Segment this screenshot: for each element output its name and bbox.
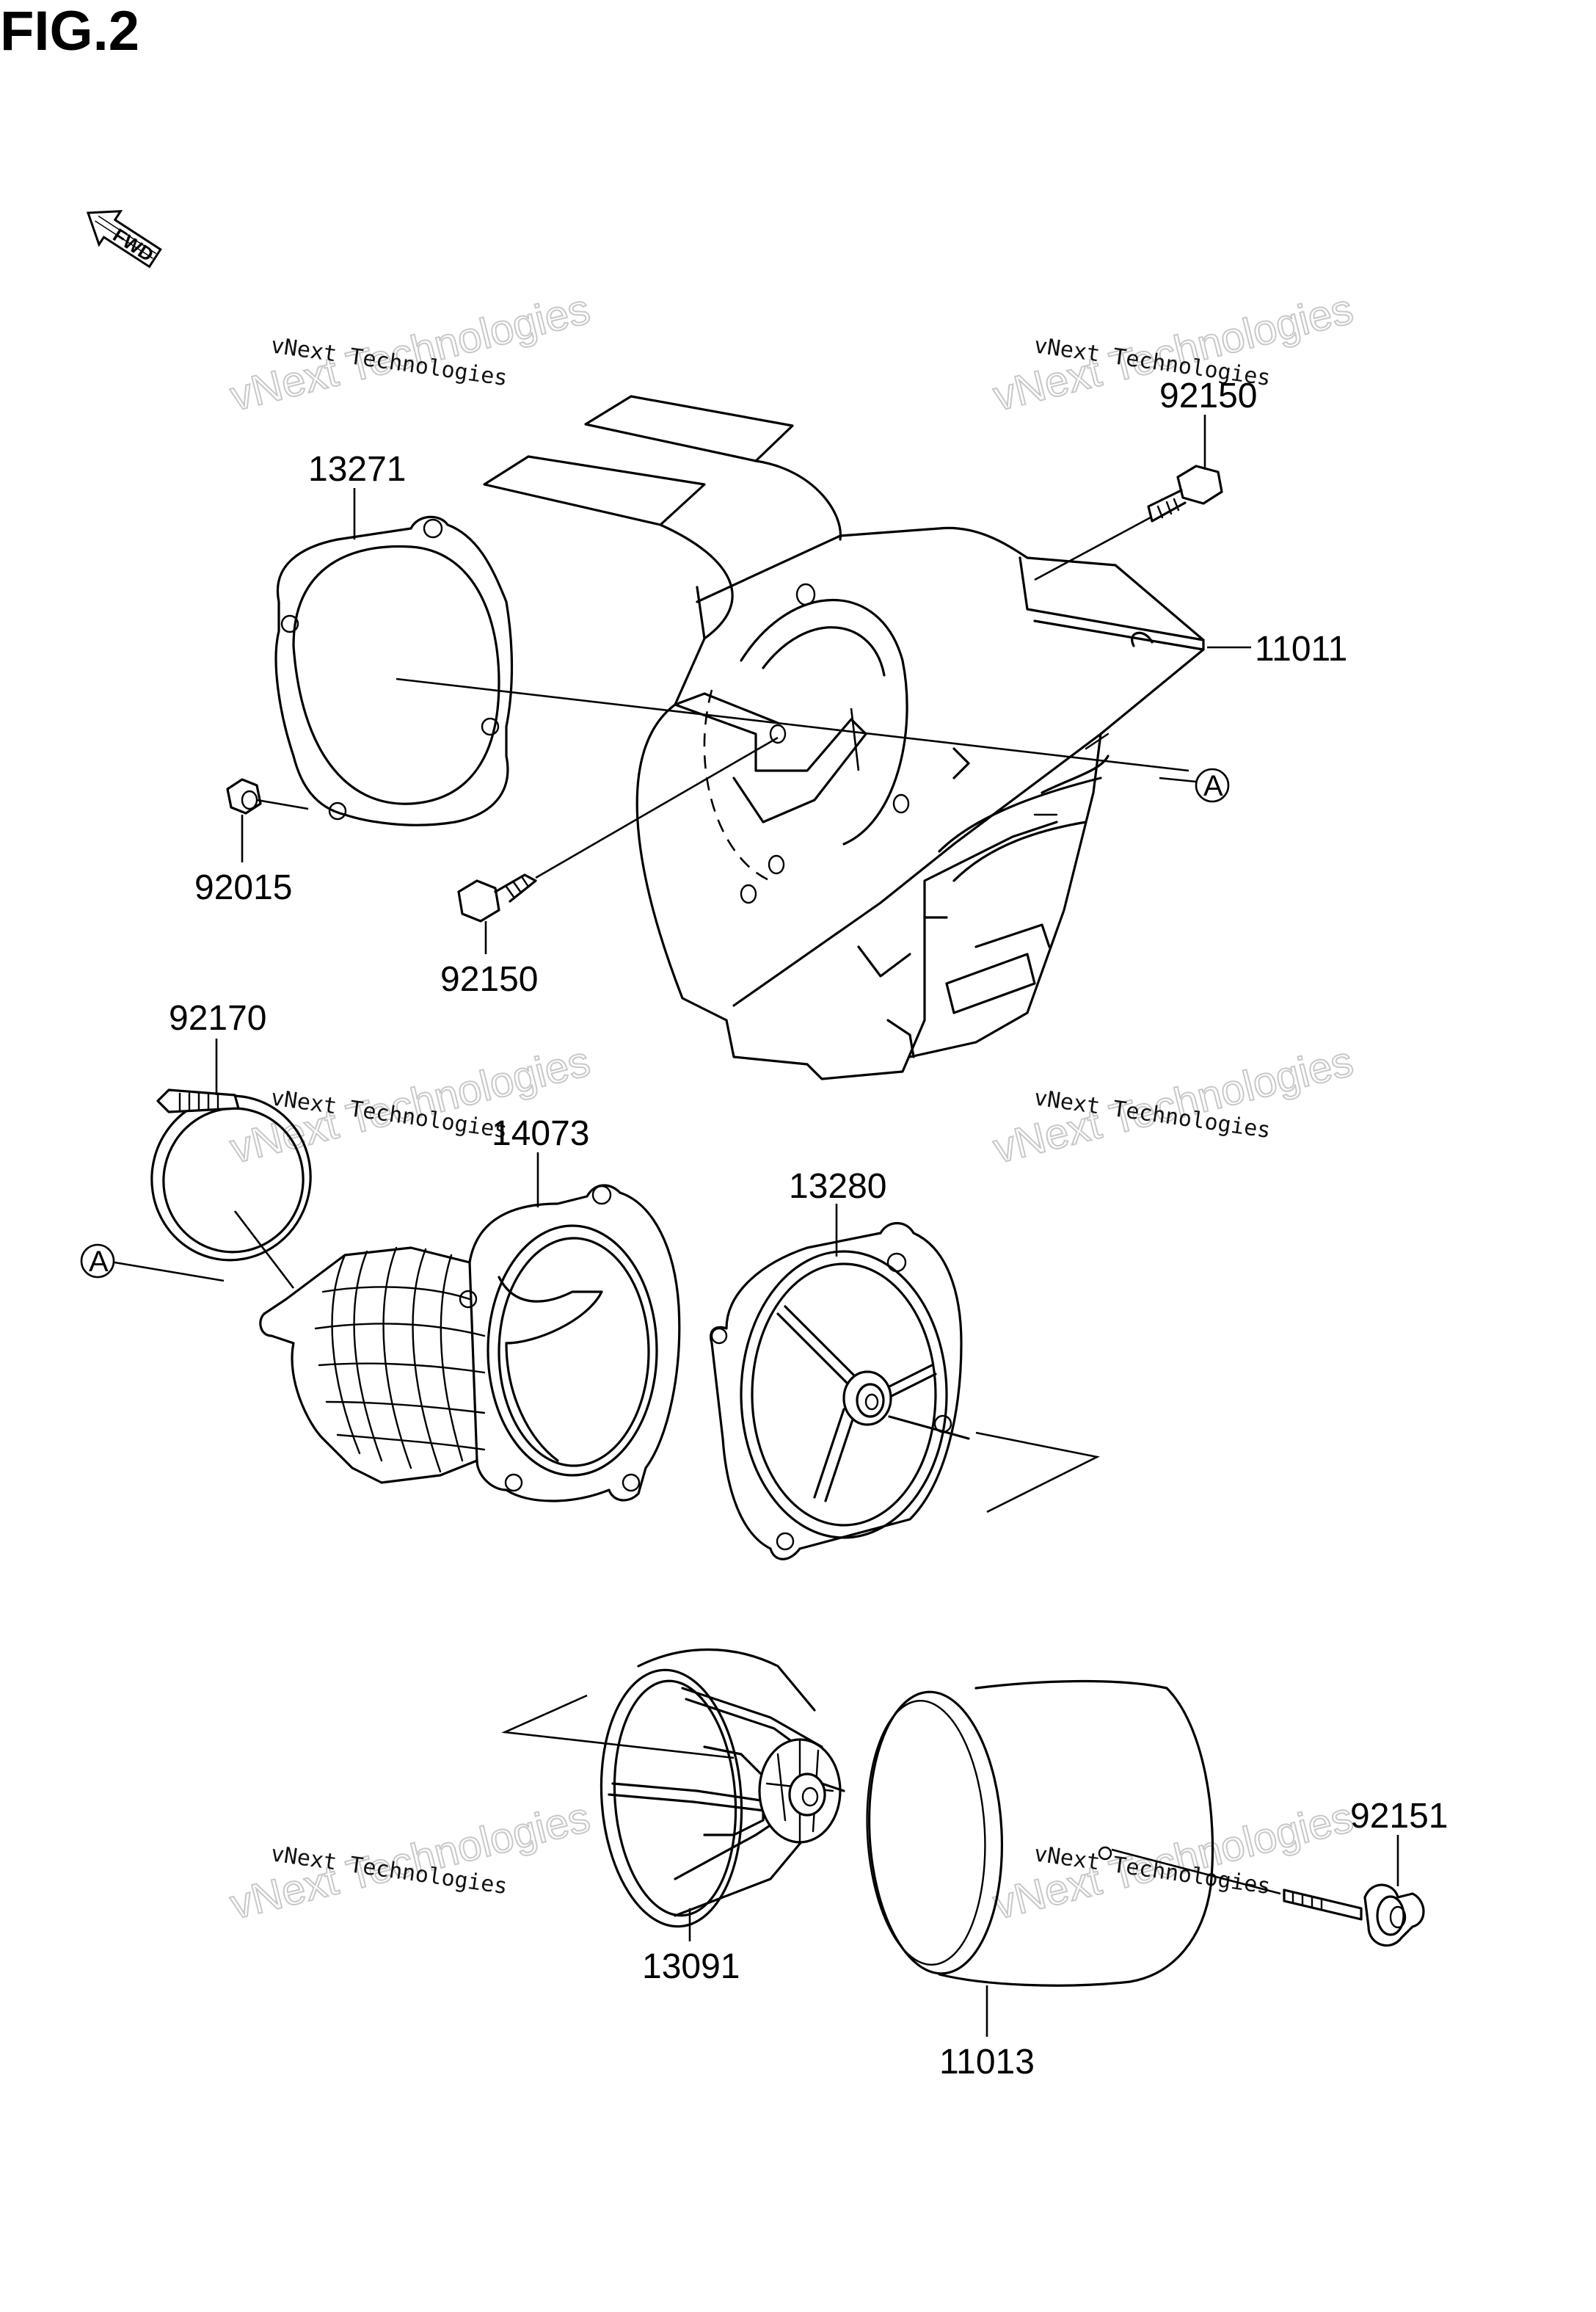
part-number-13280: 13280	[789, 1167, 886, 1206]
duct-drawing	[259, 1184, 681, 1502]
watermark-4: vNext Technologies vNext Technologies	[988, 1036, 1358, 1173]
watermark-6: vNext Technologies vNext Technologies	[988, 1792, 1358, 1929]
callout-13271: 13271	[308, 450, 406, 539]
gasket-drawing	[274, 515, 514, 826]
nut-drawing	[226, 778, 309, 815]
callout-13280: 13280	[789, 1167, 886, 1257]
callout-11013: 11013	[939, 1985, 1035, 2082]
callout-92170: 92170	[169, 999, 266, 1095]
callout-92150-upper: 92150	[1159, 377, 1257, 470]
air-cleaner-case-drawing	[483, 395, 1205, 1080]
air-filter-drawing	[866, 1679, 1214, 1987]
holder-drawing	[501, 1648, 845, 1928]
reference-mark-a-upper: A	[1159, 768, 1230, 803]
fwd-arrow-icon: FWD	[86, 210, 162, 269]
part-number-92150-lower: 92150	[440, 960, 538, 999]
callout-92150-lower: 92150	[440, 921, 538, 999]
reference-letter: A	[89, 1246, 109, 1278]
axis-offset	[850, 708, 860, 771]
part-number-92150-upper: 92150	[1159, 377, 1257, 415]
assembly-axis	[396, 677, 1189, 772]
wing-bolt-drawing	[1111, 1848, 1425, 1947]
part-number-13271: 13271	[308, 450, 406, 489]
part-number-92170: 92170	[169, 999, 266, 1038]
bolt-upper-drawing	[1034, 465, 1223, 581]
clamp-drawing	[150, 1088, 312, 1289]
figure-title: FIG.2	[0, 0, 139, 62]
callout-13091: 13091	[642, 1908, 740, 1986]
part-number-11011: 11011	[1255, 630, 1347, 669]
plate-drawing	[710, 1222, 1100, 1560]
callout-92151: 92151	[1350, 1797, 1448, 1886]
callout-14073: 14073	[492, 1114, 589, 1207]
watermark-1: vNext Technologies vNext Technologies	[225, 284, 595, 421]
part-number-92151: 92151	[1350, 1797, 1448, 1836]
part-number-92015: 92015	[194, 868, 292, 907]
part-number-14073: 14073	[492, 1114, 589, 1153]
part-number-11013: 11013	[939, 2043, 1035, 2082]
bolt-lower-drawing	[457, 736, 779, 923]
callout-92015: 92015	[194, 815, 292, 907]
watermark-5: vNext Technologies vNext Technologies	[225, 1792, 595, 1929]
callout-11011: 11011	[1207, 630, 1347, 669]
reference-letter: A	[1203, 770, 1223, 802]
part-number-13091: 13091	[642, 1947, 740, 1986]
reference-mark-a-lower: A	[80, 1243, 225, 1282]
